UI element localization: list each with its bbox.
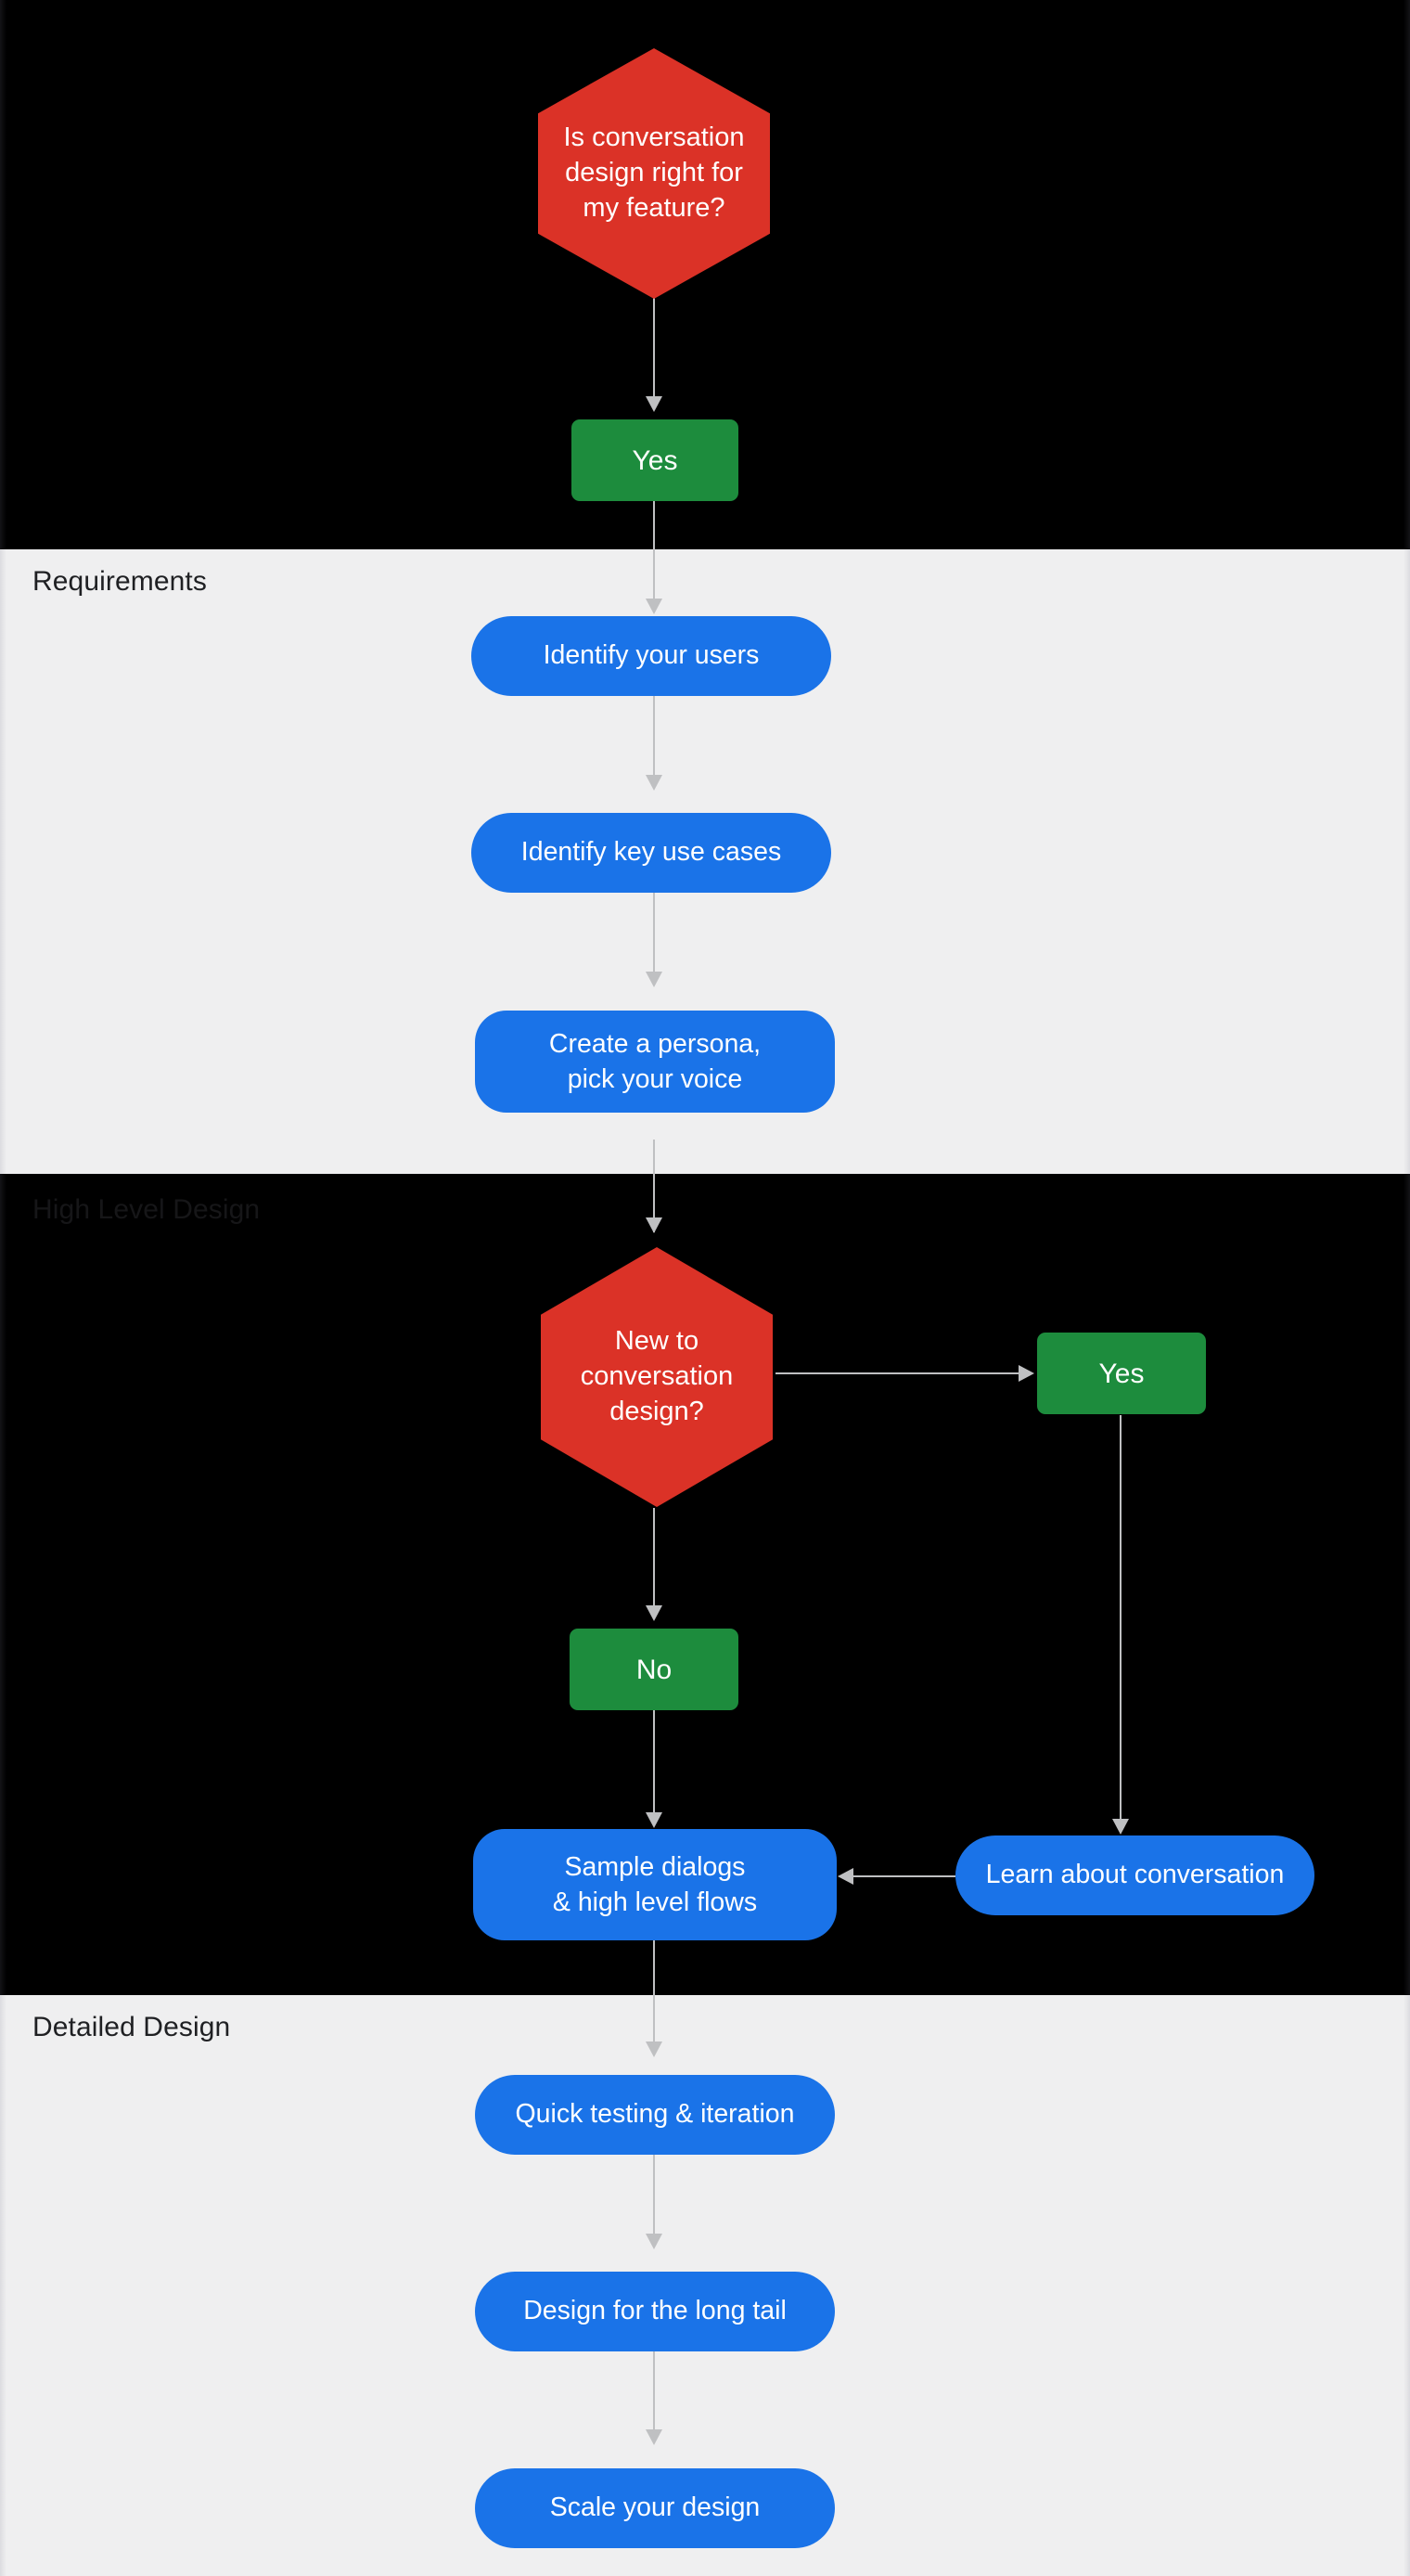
step-scale-your-design[interactable]: Scale your design (475, 2468, 835, 2548)
section-label-high-level-design: High Level Design (32, 1194, 261, 1225)
arrowhead-learn-to-sample-dialogs (838, 1868, 853, 1885)
arrowhead-quick-testing-to-long-tail (646, 2234, 662, 2249)
connector-cases-to-persona (653, 893, 655, 985)
arrowhead-decision2-to-yes2 (1019, 1365, 1034, 1382)
arrowhead-sample-to-quick-testing (646, 2041, 662, 2057)
step-learn-about-conversation[interactable]: Learn about conversation (955, 1835, 1314, 1915)
answer-yes-right[interactable]: Yes (1037, 1333, 1206, 1414)
arrowhead-persona-to-decision2 (646, 1217, 662, 1233)
answer-yes-top[interactable]: Yes (571, 419, 738, 501)
arrowhead-long-tail-to-scale (646, 2429, 662, 2445)
arrowhead-cases-to-persona (646, 972, 662, 987)
section-label-detailed-design: Detailed Design (32, 2012, 231, 2042)
arrowhead-decision1-to-yes1 (646, 396, 662, 412)
section-label-requirements: Requirements (32, 566, 207, 597)
connector-no-to-sample-dialogs (653, 1710, 655, 1817)
step-quick-testing-and-iteration[interactable]: Quick testing & iteration (475, 2075, 835, 2155)
step-identify-your-users[interactable]: Identify your users (471, 616, 831, 696)
connector-decision2-to-no (653, 1508, 655, 1610)
connector-long-tail-to-scale (653, 2351, 655, 2443)
connector-yes2-to-learn (1120, 1415, 1122, 1823)
arrowhead-users-to-cases (646, 775, 662, 791)
connector-decision1-to-yes1 (653, 297, 655, 399)
connector-persona-to-decision2 (653, 1140, 655, 1232)
connector-sample-to-quick-testing (653, 1939, 655, 2046)
connector-yes1-to-identify-users (653, 501, 655, 612)
step-create-a-persona[interactable]: Create a persona, pick your voice (475, 1011, 835, 1113)
arrowhead-no-to-sample-dialogs (646, 1812, 662, 1828)
connector-learn-to-sample-dialogs (853, 1875, 955, 1877)
connector-quick-testing-to-long-tail (653, 2155, 655, 2248)
answer-no[interactable]: No (570, 1629, 738, 1710)
arrowhead-decision2-to-no (646, 1605, 662, 1621)
arrowhead-yes1-to-identify-users (646, 599, 662, 614)
step-design-for-the-long-tail[interactable]: Design for the long tail (475, 2272, 835, 2351)
connector-decision2-to-yes2 (776, 1372, 1021, 1374)
arrowhead-yes2-to-learn (1112, 1819, 1129, 1835)
step-identify-key-use-cases[interactable]: Identify key use cases (471, 813, 831, 893)
connector-users-to-cases (653, 696, 655, 789)
step-sample-dialogs-and-high-level-flows[interactable]: Sample dialogs & high level flows (473, 1829, 837, 1940)
